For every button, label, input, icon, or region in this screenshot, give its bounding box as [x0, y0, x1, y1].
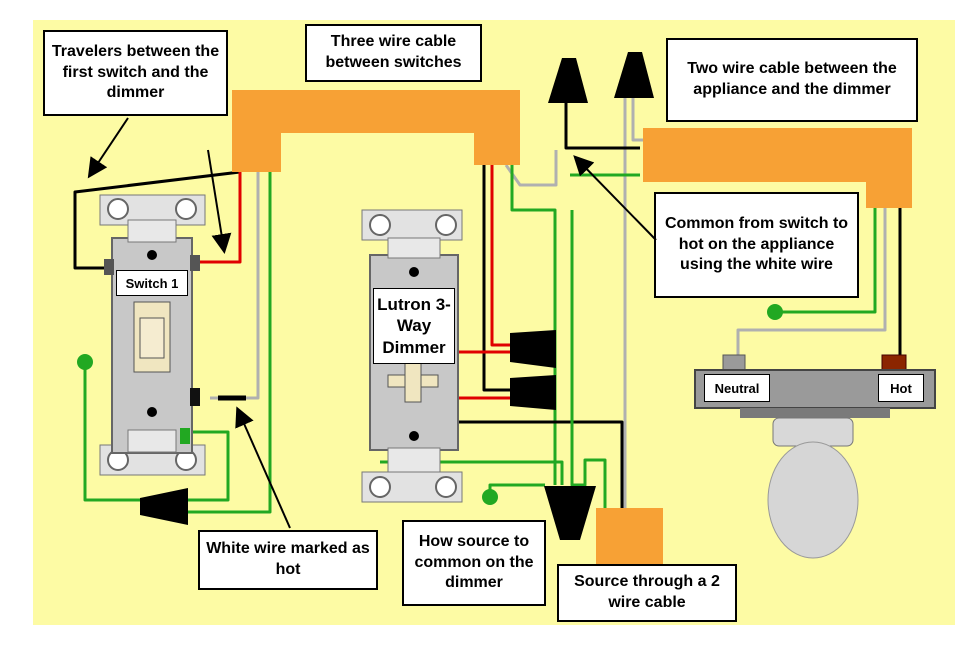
- source-cable: [596, 508, 663, 564]
- switch-screw-tr: [175, 198, 197, 220]
- switch-yoke-bottom: [127, 429, 177, 453]
- neutral-label: Neutral: [704, 374, 770, 402]
- white-wire-top-2: [631, 95, 645, 142]
- fixture-terminal-hot: [881, 354, 907, 372]
- black-wire-top: [564, 100, 640, 150]
- switch-terminal-left: [104, 259, 114, 275]
- switch-1: [99, 194, 206, 476]
- switch-yoke-top: [127, 219, 177, 243]
- traveler-black-wire: [73, 170, 241, 270]
- switch-terminal-right: [190, 255, 200, 271]
- wire-nut-top-right: [614, 52, 654, 98]
- dimmer-ground-wire: [380, 460, 564, 485]
- switch-terminal-common: [190, 388, 200, 406]
- callout-travelers-text: Travelers between the first switch and t…: [51, 42, 220, 102]
- dimmer-yoke-top: [387, 237, 441, 259]
- wire-nut-dimmer-1: [510, 330, 556, 368]
- ground-pigtail-left: [83, 362, 150, 502]
- ground-wire-switch-2: [185, 430, 230, 502]
- wire-nut-dimmer-2: [510, 375, 556, 410]
- dimmer-screw-tr: [435, 214, 457, 236]
- traveler-black-wire-dimmer: [482, 165, 510, 392]
- wire-nut-bottom: [544, 486, 596, 540]
- callout-three-wire: Three wire cable between switches: [305, 24, 482, 82]
- dimmer-common-wire: [458, 420, 624, 510]
- light-bulb: [767, 441, 859, 559]
- hot-label: Hot: [878, 374, 924, 402]
- dimmer-label: Lutron 3-Way Dimmer: [373, 288, 455, 364]
- callout-common: Common from switch to hot on the applian…: [654, 192, 859, 298]
- callout-source: Source through a 2 wire cable: [557, 564, 737, 622]
- callout-white-marked: White wire marked as hot: [198, 530, 378, 590]
- callout-two-wire-text: Two wire cable between the appliance and…: [687, 60, 897, 98]
- ground-dot-bottom: [482, 489, 498, 505]
- callout-source-text: Source through a 2 wire cable: [574, 573, 720, 611]
- three-wire-cable: [232, 90, 520, 172]
- appliance-ground-wire: [775, 205, 877, 314]
- dimmer-hole-top: [409, 267, 419, 277]
- switch-toggle: [139, 317, 165, 359]
- dimmer-hole-bottom: [409, 431, 419, 441]
- dimmer-screw-bl: [369, 476, 391, 498]
- switch-terminal-ground: [180, 428, 190, 444]
- two-wire-cable: [643, 128, 912, 208]
- callout-two-wire: Two wire cable between the appliance and…: [666, 38, 918, 122]
- wire-nuts: [140, 52, 654, 540]
- switch-screw-tl: [107, 198, 129, 220]
- dimmer-knob: [404, 361, 422, 403]
- wire-nut-top-left: [548, 58, 588, 103]
- callout-travelers: Travelers between the first switch and t…: [43, 30, 228, 116]
- ground-wire-mid-2: [570, 210, 607, 510]
- switch1-label: Switch 1: [116, 270, 188, 296]
- dimmer-screw-tl: [369, 214, 391, 236]
- callout-common-text: Common from switch to hot on the applian…: [664, 214, 849, 274]
- switch-hole-top: [147, 250, 157, 260]
- traveler-red-wire-switch: [196, 172, 242, 264]
- ground-dot-left: [77, 354, 93, 370]
- fixture-shade-top: [740, 408, 890, 418]
- switch-hole-bottom: [147, 407, 157, 417]
- callout-white-marked-text: White wire marked as hot: [206, 540, 370, 578]
- dimmer-screw-br: [435, 476, 457, 498]
- ground-dot-appliance: [767, 304, 783, 320]
- wire-nut-switch-bottom: [140, 488, 188, 525]
- dimmer-yoke-bottom: [387, 447, 441, 473]
- callout-how-source: How source to common on the dimmer: [402, 520, 546, 606]
- traveler-red-wire-dimmer: [490, 165, 512, 347]
- callout-three-wire-text: Three wire cable between switches: [325, 33, 462, 71]
- fixture-terminal-neutral: [722, 354, 746, 372]
- appliance-neutral-wire: [736, 205, 887, 358]
- callout-how-source-text: How source to common on the dimmer: [414, 532, 534, 592]
